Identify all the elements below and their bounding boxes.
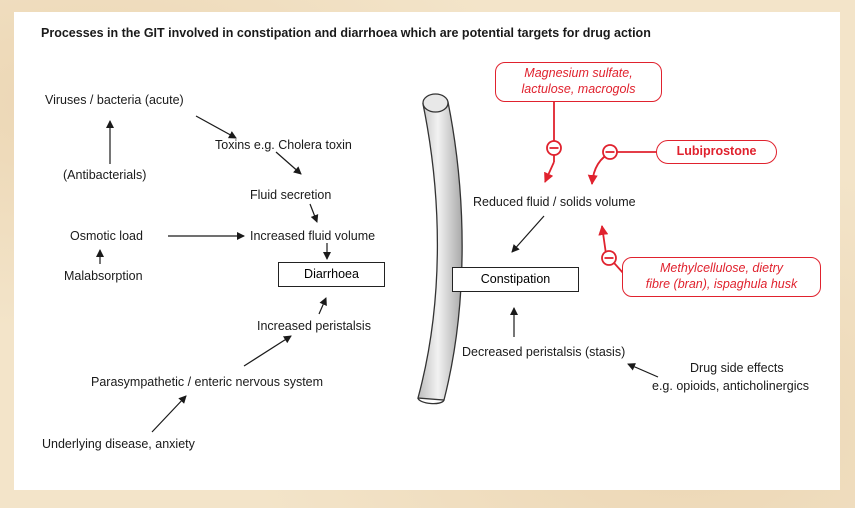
drug-methylcellulose-line2: fibre (bran), ispaghula husk <box>623 276 820 292</box>
drug-magnesium-line2: lactulose, macrogols <box>496 81 661 97</box>
arrow-peristalsis-to-diarrhoea <box>319 298 326 314</box>
label-toxins: Toxins e.g. Cholera toxin <box>215 138 352 152</box>
arrow-underlying-to-parasympathetic <box>152 396 186 432</box>
label-antibacterials: (Antibacterials) <box>63 168 146 182</box>
arrow-viruses-to-toxins <box>196 116 236 138</box>
drug-magnesium-box: Magnesium sulfate, lactulose, macrogols <box>495 62 662 102</box>
label-reduced-fluid-volume: Reduced fluid / solids volume <box>473 195 636 209</box>
label-opioids-anticholinergics: e.g. opioids, anticholinergics <box>652 379 809 393</box>
label-underlying-disease: Underlying disease, anxiety <box>42 437 195 451</box>
lubiprostone-inhibition-arrow <box>592 145 657 184</box>
label-parasympathetic: Parasympathetic / enteric nervous system <box>91 375 323 389</box>
label-increased-peristalsis: Increased peristalsis <box>257 319 371 333</box>
label-decreased-peristalsis: Decreased peristalsis (stasis) <box>462 345 625 359</box>
label-osmotic-load: Osmotic load <box>70 229 143 243</box>
drug-magnesium-line1: Magnesium sulfate, <box>496 65 661 81</box>
arrow-parasympathetic-to-peristalsis <box>244 336 291 366</box>
page-title: Processes in the GIT involved in constip… <box>41 26 651 40</box>
box-constipation: Constipation <box>452 267 579 292</box>
methylcellulose-inhibition-arrow <box>602 226 624 274</box>
drug-methylcellulose-box: Methylcellulose, dietry fibre (bran), is… <box>622 257 821 297</box>
arrow-fluid-secretion-to-increased-fluid <box>310 204 317 222</box>
arrow-reduced-fluid-to-constipation <box>512 216 544 252</box>
label-viruses-bacteria: Viruses / bacteria (acute) <box>45 93 184 107</box>
label-drug-side-effects: Drug side effects <box>690 361 784 375</box>
label-fluid-secretion: Fluid secretion <box>250 188 331 202</box>
arrow-drug-side-effects-to-stasis <box>628 364 658 377</box>
drug-methylcellulose-line1: Methylcellulose, dietry <box>623 260 820 276</box>
arrow-toxins-to-fluid-secretion <box>276 152 301 174</box>
drug-lubiprostone-pill: Lubiprostone <box>656 140 777 164</box>
label-malabsorption: Malabsorption <box>64 269 143 283</box>
diagram-frame: Processes in the GIT involved in constip… <box>14 12 840 490</box>
gi-tube-icon <box>418 94 462 404</box>
label-increased-fluid-volume: Increased fluid volume <box>250 229 375 243</box>
diagram-graphics <box>14 12 840 490</box>
box-diarrhoea: Diarrhoea <box>278 262 385 287</box>
magnesium-inhibition-arrow <box>545 96 561 182</box>
